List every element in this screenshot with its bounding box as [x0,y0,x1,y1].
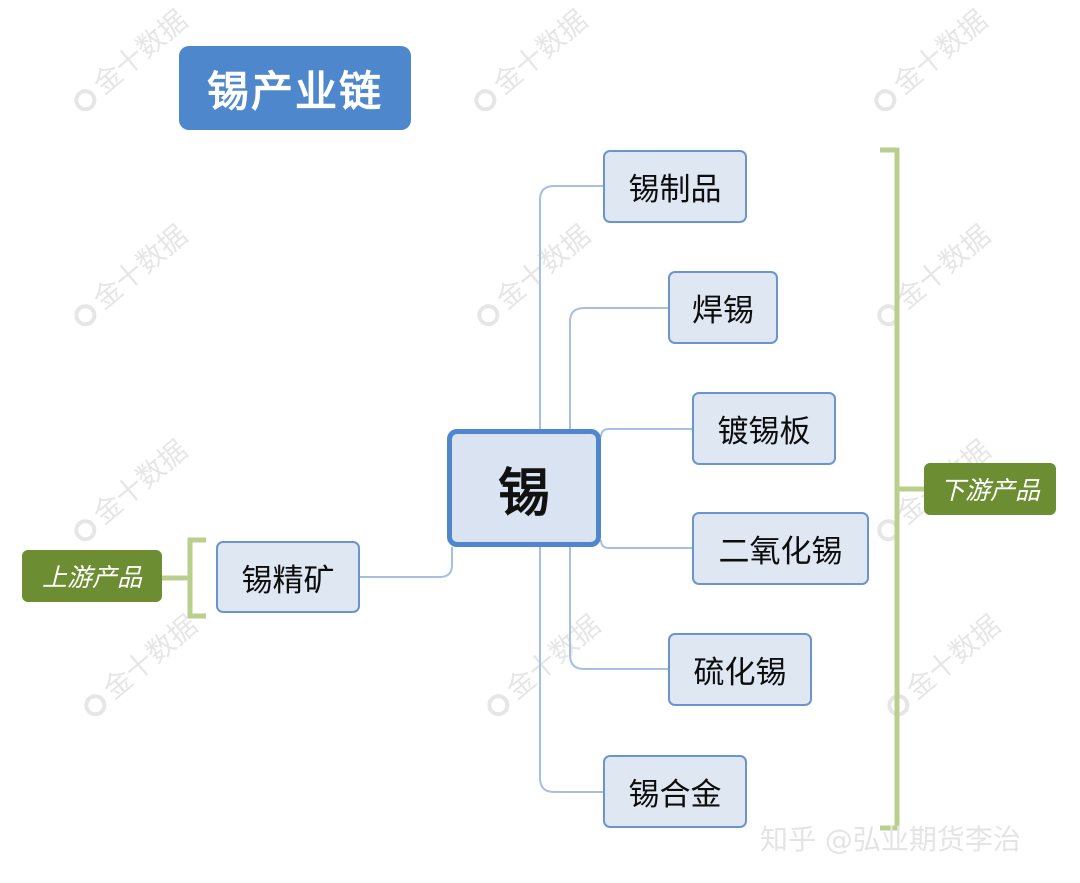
watermark: 金十数据 [862,0,995,120]
watermark: 金十数据 [875,605,1008,726]
watermark: 金十数据 [62,430,195,551]
watermark: 金十数据 [465,215,598,336]
q-logo-icon [69,299,101,331]
watermark: 金十数据 [865,215,998,336]
diagram-title: 锡产业链 [179,46,411,130]
connector-tin-dioxide [600,539,692,549]
watermark: 金十数据 [62,0,195,120]
q-logo-icon [69,514,101,546]
upstream-tag: 上游产品 [22,550,162,602]
node-tinplate: 镀锡板 [692,392,836,465]
q-logo-icon [482,689,514,721]
node-tin-concentrate: 锡精矿 [216,541,360,613]
node-tin-sulfide: 硫化锡 [668,633,812,706]
upstream-bracket [187,537,206,619]
node-tin-products: 锡制品 [603,150,747,223]
watermark: 金十数据 [72,605,205,726]
q-logo-icon [79,689,111,721]
source-credit: 知乎 @弘业期货李治 [760,823,1021,856]
q-logo-icon [469,84,501,116]
connector-solder [569,307,668,429]
q-logo-icon [472,299,504,331]
q-logo-icon [872,299,904,331]
center-node-tin: 锡 [447,429,601,547]
watermark: 金十数据 [62,215,195,336]
node-tin-dioxide: 二氧化锡 [692,512,869,585]
connector-tinplate [600,428,692,438]
q-logo-icon [872,514,904,546]
watermark: 金十数据 [462,0,595,120]
downstream-tag: 下游产品 [924,463,1056,515]
node-tin-alloy: 锡合金 [603,755,747,828]
downstream-bracket [880,147,900,831]
connector-upstream [360,547,453,578]
q-logo-icon [869,84,901,116]
watermark: 金十数据 [475,605,608,726]
q-logo-icon [882,689,914,721]
node-solder: 焊锡 [668,271,778,344]
q-logo-icon [69,84,101,116]
